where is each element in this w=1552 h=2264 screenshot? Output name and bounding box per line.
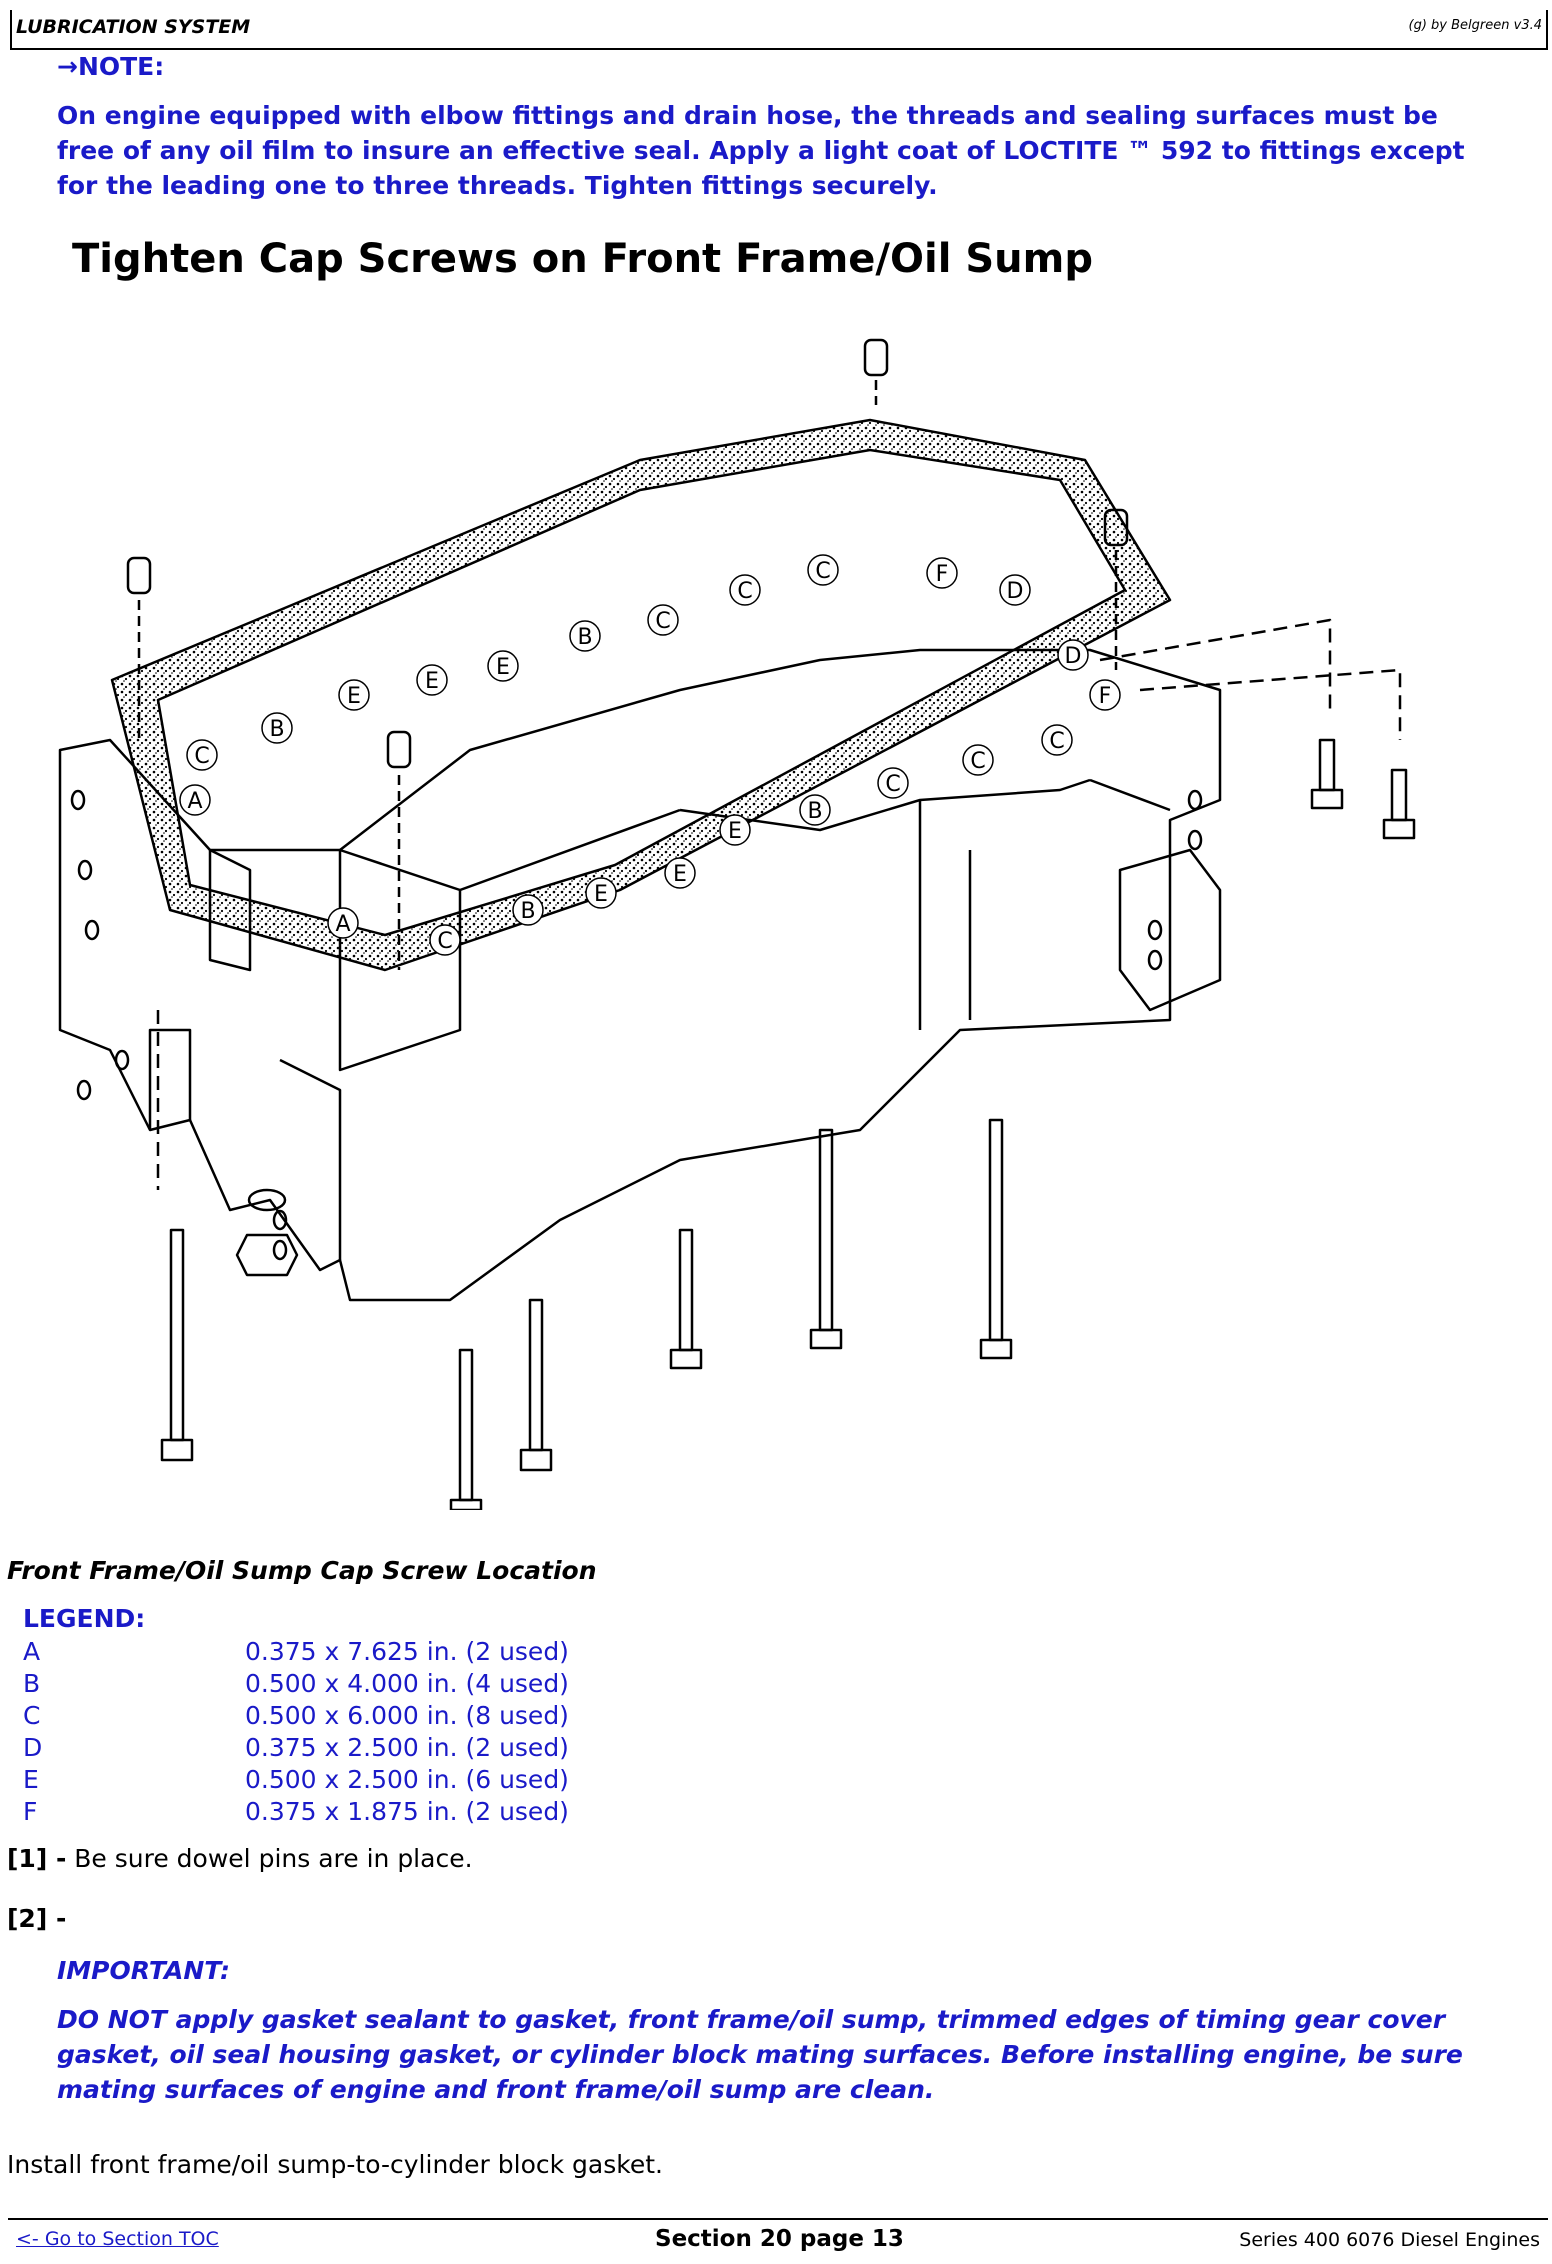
callout-f: F [1089, 679, 1121, 711]
document-title: Series 400 6076 Diesel Engines [1239, 2229, 1540, 2251]
callout-a: A [179, 784, 211, 816]
install-text: Install front frame/oil sump-to-cylinder… [7, 2150, 663, 2179]
legend-value: 0.375 x 7.625 in. (2 used) [245, 1637, 569, 1666]
svg-text:C: C [885, 772, 900, 797]
page-number: Section 20 page 13 [655, 2226, 904, 2252]
svg-text:A: A [187, 789, 202, 814]
svg-text:A: A [335, 912, 350, 937]
svg-text:E: E [496, 655, 510, 680]
front-frame [58, 648, 1222, 1302]
svg-text:F: F [1099, 684, 1112, 709]
svg-text:D: D [1007, 579, 1024, 604]
note-label: →NOTE: [57, 52, 165, 81]
svg-text:E: E [594, 882, 608, 907]
callout-c: C [1041, 724, 1073, 756]
svg-text:C: C [437, 929, 452, 954]
svg-text:C: C [815, 559, 830, 584]
callout-e: E [719, 814, 751, 846]
legend-value: 0.375 x 1.875 in. (2 used) [245, 1797, 569, 1826]
callout-b: B [261, 712, 293, 744]
callout-d: D [1057, 639, 1089, 671]
callout-e: E [416, 664, 448, 696]
legend-key: B [23, 1669, 41, 1698]
legend-row: B 0.500 x 4.000 in. (4 used) [23, 1668, 569, 1700]
svg-text:E: E [728, 819, 742, 844]
callout-e: E [487, 650, 519, 682]
oil-sump-diagram: A A B B B B C C C C C C C C D D E E E E … [58, 338, 1416, 1510]
svg-text:E: E [673, 862, 687, 887]
legend-value: 0.500 x 4.000 in. (4 used) [245, 1669, 569, 1698]
svg-text:C: C [194, 744, 209, 769]
figure-caption: Front Frame/Oil Sump Cap Screw Location [7, 1556, 597, 1585]
section-title: LUBRICATION SYSTEM [16, 16, 251, 38]
legend-row: C 0.500 x 6.000 in. (8 used) [23, 1700, 569, 1732]
svg-text:B: B [807, 799, 822, 824]
section-toc-link[interactable]: <- Go to Section TOC [16, 2228, 219, 2250]
header-right-border [1546, 10, 1548, 50]
callout-b: B [569, 620, 601, 652]
step-1-number: [1] - [7, 1844, 67, 1873]
callout-c: C [186, 739, 218, 771]
header-left-border [10, 10, 12, 50]
footer-rule [8, 2218, 1548, 2220]
callout-d: D [999, 574, 1031, 606]
legend-value: 0.500 x 6.000 in. (8 used) [245, 1701, 569, 1730]
header-rule [10, 48, 1548, 50]
important-text: DO NOT apply gasket sealant to gasket, f… [57, 2005, 1463, 2104]
callout-c: C [877, 767, 909, 799]
callout-e: E [585, 877, 617, 909]
svg-text:F: F [936, 562, 949, 587]
legend-key: A [23, 1637, 41, 1666]
legend-key: C [23, 1701, 41, 1730]
step-2-number: [2] - [7, 1904, 67, 1933]
legend-key: E [23, 1765, 39, 1794]
svg-text:C: C [1049, 729, 1064, 754]
legend-value: 0.375 x 2.500 in. (2 used) [245, 1733, 569, 1762]
svg-text:C: C [655, 609, 670, 634]
callout-b: B [512, 894, 544, 926]
step-1-text: Be sure dowel pins are in place. [74, 1844, 473, 1873]
svg-text:E: E [425, 669, 439, 694]
callout-f: F [926, 557, 958, 589]
legend-value: 0.500 x 2.500 in. (6 used) [245, 1765, 569, 1794]
important-label: IMPORTANT: [57, 1956, 230, 1985]
legend-title: LEGEND: [23, 1604, 146, 1633]
header-credit: (g) by Belgreen v3.4 [1408, 18, 1542, 33]
svg-text:C: C [737, 579, 752, 604]
legend-row: F 0.375 x 1.875 in. (2 used) [23, 1796, 569, 1828]
svg-text:E: E [347, 684, 361, 709]
page-header: LUBRICATION SYSTEM (g) by Belgreen v3.4 [0, 0, 1552, 52]
legend: A 0.375 x 7.625 in. (2 used) B 0.500 x 4.0… [23, 1636, 569, 1828]
callout-c: C [729, 574, 761, 606]
legend-row: E 0.500 x 2.500 in. (6 used) [23, 1764, 569, 1796]
callout-c: C [647, 604, 679, 636]
callout-b: B [799, 794, 831, 826]
callout-c: C [807, 554, 839, 586]
svg-text:C: C [970, 749, 985, 774]
figure-title: Tighten Cap Screws on Front Frame/Oil Su… [72, 236, 1093, 282]
legend-row: D 0.375 x 2.500 in. (2 used) [23, 1732, 569, 1764]
legend-key: D [23, 1733, 43, 1762]
callout-e: E [338, 679, 370, 711]
step-1: [1] - Be sure dowel pins are in place. [7, 1844, 473, 1873]
callout-a: A [327, 907, 359, 939]
callout-c: C [962, 744, 994, 776]
svg-text:B: B [577, 625, 592, 650]
svg-text:B: B [520, 899, 535, 924]
callout-c: C [429, 924, 461, 956]
svg-text:D: D [1065, 644, 1082, 669]
legend-key: F [23, 1797, 38, 1826]
callout-e: E [664, 857, 696, 889]
cap-screws [160, 738, 1416, 1510]
note-text: On engine equipped with elbow fittings a… [57, 101, 1465, 200]
svg-text:B: B [269, 717, 284, 742]
step-2: [2] - [7, 1904, 66, 1933]
legend-row: A 0.375 x 7.625 in. (2 used) [23, 1636, 569, 1668]
